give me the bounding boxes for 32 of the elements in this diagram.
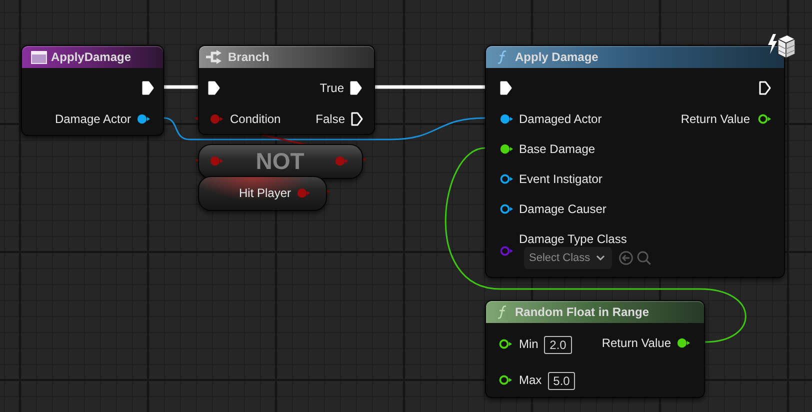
variable-node <box>198 176 327 211</box>
function-node <box>485 300 705 398</box>
node-title: Random Float in Range <box>515 304 650 320</box>
operator-label: NOT <box>256 148 304 174</box>
pin-label: Max <box>519 372 542 388</box>
wire <box>375 85 485 89</box>
pin-label: Return Value <box>602 335 671 351</box>
pin-label: Base Damage <box>519 141 596 157</box>
pin-label: Hit Player <box>238 185 291 201</box>
pin-label: Damage Causer <box>519 201 606 217</box>
event-node <box>21 45 164 136</box>
pin-label: Event Instigator <box>519 171 602 187</box>
pin-label: Condition <box>230 111 281 127</box>
compact-node <box>198 144 363 179</box>
class-dropdown: Select Class <box>524 247 612 269</box>
wire <box>164 117 486 140</box>
pin-label: Return Value <box>680 111 750 127</box>
pin-label: Min <box>519 336 538 352</box>
pin-label: Damage Type Class <box>519 231 627 247</box>
input-field: 2.0 <box>544 336 572 354</box>
pin-label: False <box>316 111 345 127</box>
pin-label: Damaged Actor <box>519 111 602 127</box>
pin-label: True <box>320 80 344 96</box>
input-field: 5.0 <box>548 372 575 390</box>
function-node <box>485 45 785 278</box>
node-title: Branch <box>228 49 270 65</box>
node-title: Apply Damage <box>515 49 598 65</box>
node-title: ApplyDamage <box>51 49 132 65</box>
wire <box>164 85 198 89</box>
branch-node <box>198 45 375 135</box>
wire <box>445 147 746 343</box>
pin-label: Damage Actor <box>54 111 131 127</box>
